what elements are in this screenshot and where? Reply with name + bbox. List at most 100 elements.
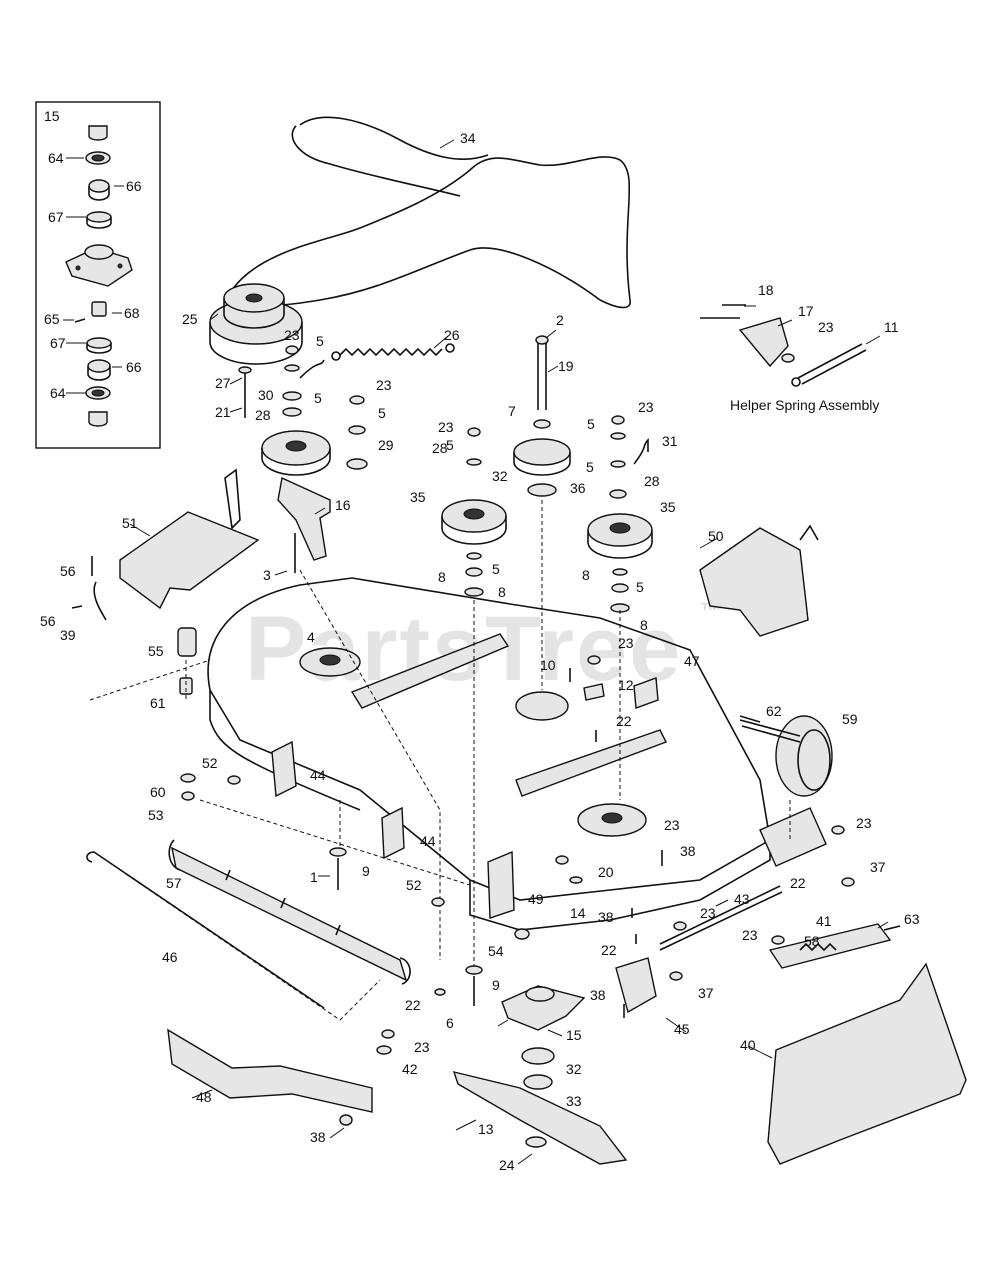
grease-fitting	[74, 318, 86, 323]
callout-48: 48	[196, 1089, 212, 1105]
callout-10: 10	[540, 657, 556, 673]
callout-60: 60	[150, 784, 166, 800]
callout-44-a: 44	[310, 767, 326, 783]
callout-39: 39	[60, 627, 76, 643]
callout-65: 65	[44, 311, 60, 327]
callout-14: 14	[570, 905, 586, 921]
callout-37-a: 37	[870, 859, 886, 875]
callout-5-h: 5	[636, 579, 644, 595]
callout-11: 11	[884, 319, 899, 335]
callout-55: 55	[148, 643, 164, 659]
callout-23-b: 23	[376, 377, 392, 393]
chute-spring	[799, 942, 837, 952]
callout-28-c: 28	[644, 473, 660, 489]
callout-15: 15	[566, 1027, 582, 1043]
rod	[86, 851, 325, 1009]
callout-42: 42	[402, 1061, 418, 1077]
callout-64-a: 64	[48, 150, 64, 166]
center-pulley	[513, 438, 571, 476]
spindle-assembly	[501, 985, 586, 1090]
pto-clutch	[209, 283, 303, 365]
callout-12: 12	[618, 677, 634, 693]
callout-36: 36	[570, 480, 586, 496]
blade	[452, 1071, 628, 1165]
hardware	[71, 556, 855, 1126]
spindle-pulley-left	[441, 499, 507, 545]
callout-54: 54	[488, 943, 504, 959]
callout-49: 49	[528, 891, 544, 907]
baffle-44b	[381, 806, 405, 860]
callout-leaders	[129, 139, 889, 1165]
callout-38-d: 38	[310, 1129, 326, 1145]
bearing-top	[88, 179, 110, 193]
callout-6: 6	[446, 1015, 454, 1031]
callout-61: 61	[150, 695, 166, 711]
callout-38-a: 38	[680, 843, 696, 859]
callout-5-c: 5	[378, 405, 386, 421]
callout-30: 30	[258, 387, 274, 403]
anti-scalp-wheel	[739, 715, 833, 797]
callout-21: 21	[215, 404, 231, 420]
helper-spring-assembly	[700, 304, 867, 387]
callout-46: 46	[162, 949, 178, 965]
callout-56-a: 56	[60, 563, 76, 579]
callout-23-k: 23	[414, 1039, 430, 1055]
callout-38-b: 38	[598, 909, 614, 925]
callout-43: 43	[734, 891, 750, 907]
callout-3: 3	[263, 567, 271, 583]
bracket-45	[615, 957, 657, 1014]
callout-62: 62	[766, 703, 782, 719]
callout-18: 18	[758, 282, 774, 298]
callout-23-a: 23	[284, 327, 300, 343]
callout-1: 1	[310, 869, 318, 885]
callout-47: 47	[684, 653, 700, 669]
callout-38-c: 38	[590, 987, 606, 1003]
chute-rod	[883, 925, 901, 931]
callout-64-b: 64	[50, 385, 66, 401]
assembly-lines	[89, 500, 791, 1021]
callout-23-g: 23	[664, 817, 680, 833]
callout-8-a: 8	[438, 569, 446, 585]
callout-51: 51	[122, 515, 138, 531]
callout-23-c: 23	[438, 419, 454, 435]
callout-27: 27	[215, 375, 231, 391]
callout-32-b: 32	[566, 1061, 582, 1077]
callout-35-a: 35	[410, 489, 426, 505]
callout-23-i: 23	[700, 905, 716, 921]
callout-23-d: 23	[638, 399, 654, 415]
callout-2: 2	[556, 312, 564, 328]
callout-52-a: 52	[202, 755, 218, 771]
bracket-50	[699, 527, 809, 637]
callout-44-b: 44	[420, 833, 436, 849]
callout-20: 20	[598, 864, 614, 880]
callout-22-d: 22	[405, 997, 421, 1013]
deck-lever	[224, 468, 241, 530]
callout-56-b: 56	[40, 613, 56, 629]
callout-57: 57	[166, 875, 182, 891]
callout-7: 7	[508, 403, 516, 419]
hairpin-30	[299, 359, 325, 379]
idler-spring	[339, 347, 443, 357]
callout-32-a: 32	[492, 468, 508, 484]
callout-33: 33	[566, 1093, 582, 1109]
callout-8-b: 8	[498, 584, 506, 600]
inset-frame	[35, 101, 161, 449]
callout-35-b: 35	[660, 499, 676, 515]
callout-23-f: 23	[618, 635, 634, 651]
callout-40: 40	[740, 1037, 756, 1053]
callout-5-d: 5	[446, 437, 454, 453]
callout-24: 24	[499, 1157, 515, 1173]
callout-5-g: 5	[586, 459, 594, 475]
callout-19: 19	[558, 358, 574, 374]
callout-9-a: 9	[362, 863, 370, 879]
callout-5-b: 5	[314, 390, 322, 406]
callout-22-a: 22	[616, 713, 632, 729]
callout-31: 31	[662, 433, 678, 449]
baffle-49	[487, 850, 515, 919]
callout-25: 25	[182, 311, 198, 327]
callout-17: 17	[798, 303, 814, 319]
callout-50: 50	[708, 528, 724, 544]
callout-8-c: 8	[582, 567, 590, 583]
callout-67-a: 67	[48, 209, 64, 225]
